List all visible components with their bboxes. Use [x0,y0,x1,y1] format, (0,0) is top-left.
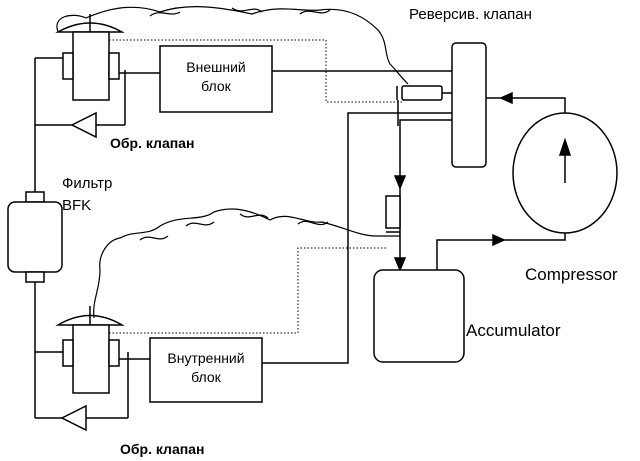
bottom-expansion-valve [55,306,125,394]
indoor-unit-label-line1: Внутренний [167,350,245,366]
arrow-into-reversing [499,91,513,105]
outdoor-unit-label-line2: блок [201,78,231,94]
top-capillary-tube [56,6,409,85]
top-sensor-dotted-line [109,39,404,103]
outdoor-unit-label: Внешний блок [160,58,272,96]
pipe-compressor-to-reversing [486,97,566,113]
compressor-label: Compressor [525,265,618,284]
filter-label-line2: BFK [62,197,92,214]
bottom-sensor-block [385,195,401,229]
reversing-valve-label: Реверсив. клапан [409,6,532,23]
check-valve-top-label: Обр. клапан [110,135,195,151]
outdoor-unit-box [159,45,273,113]
pipe-reversing-to-indoor [262,112,452,364]
outdoor-unit-label-line1: Внешний [186,59,246,75]
check-valve-bottom-label: Обр. клапан [120,441,205,457]
bottom-capillary-squiggle-2 [139,213,329,241]
compressor-arrow-head [558,137,572,156]
accumulator-label: Accumulator [466,321,561,340]
reversing-valve-pilot [401,85,443,101]
arrow-down-upper [393,175,407,190]
top-capillary-squiggle-2 [149,7,331,17]
filter-label-line1: Фильтр [62,175,113,192]
bottom-capillary-tube [93,208,400,319]
arrow-compressor-suction [492,233,506,247]
reversing-valve-box [451,42,487,168]
filter-bfk [7,191,63,283]
top-check-valve-triangle [70,111,97,139]
indoor-unit-label-line2: блок [191,369,221,385]
bottom-check-valve-triangle [60,404,87,432]
top-expansion-valve [55,14,125,101]
accumulator-box [373,269,465,363]
indoor-unit-label: Внутренний блок [150,349,262,387]
indoor-unit-box [149,337,263,403]
bottom-sensor-dotted-line [109,247,386,334]
pipe-reversing-to-accumulator [399,119,452,270]
arrow-down-lower [393,257,407,272]
